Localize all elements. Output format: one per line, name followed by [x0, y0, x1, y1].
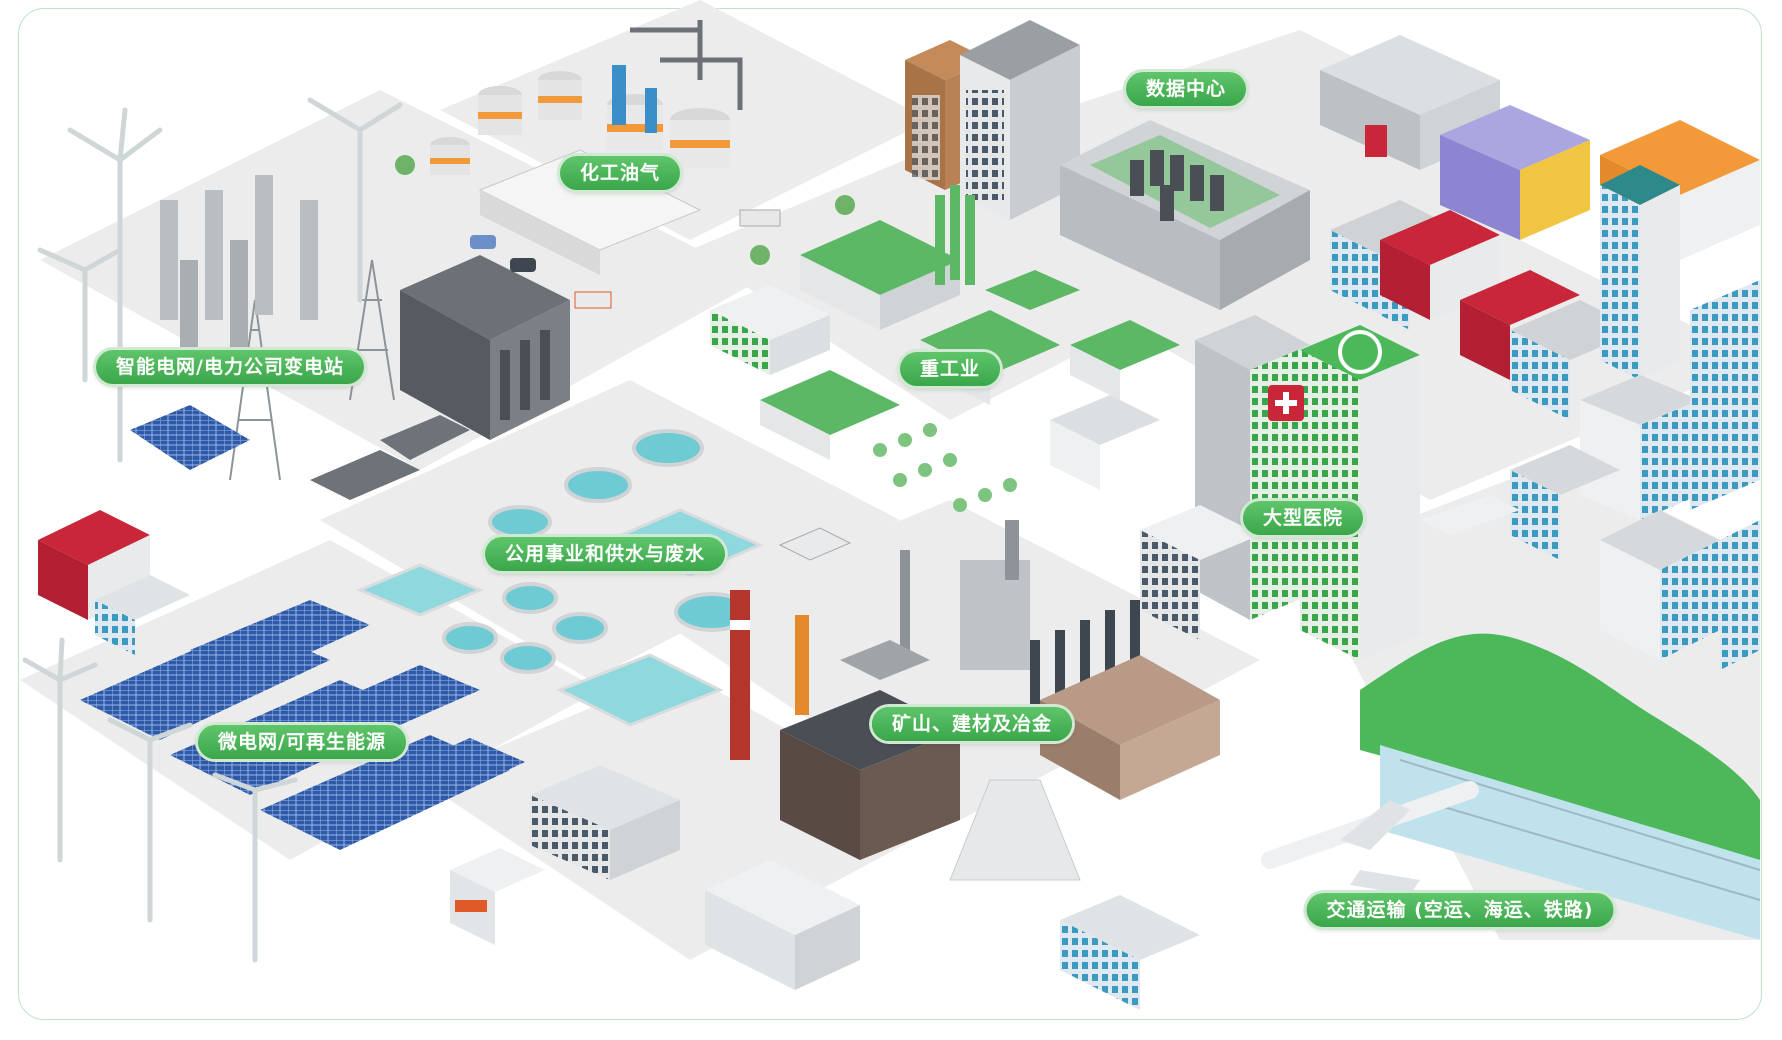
label-transportation: 交通运输 (空运、海运、铁路): [1306, 893, 1614, 927]
chimney-icon: [795, 615, 809, 715]
heavy-industry: [710, 185, 1180, 512]
airport-terminal: [1261, 633, 1761, 940]
chimney-icon: [730, 590, 750, 760]
label-heavy-industry: 重工业: [899, 352, 1001, 386]
factory-icon: [400, 255, 570, 440]
tree-icon: [750, 245, 770, 265]
substation: [37, 97, 570, 500]
label-chemical-oil-gas: 化工油气: [559, 156, 681, 190]
hospital-icon: [1268, 385, 1304, 421]
label-mining-metallurgy: 矿山、建材及冶金: [871, 707, 1073, 741]
label-utilities-water: 公用事业和供水与废水: [484, 537, 726, 571]
lower-buildings: [38, 510, 1200, 1010]
server-racks: [1130, 150, 1224, 221]
switchgear: [310, 415, 470, 500]
car-icon: [470, 235, 496, 249]
label-microgrid-renewable: 微电网/可再生能源: [198, 725, 406, 759]
mining-plant: [730, 520, 1220, 881]
tree-icon: [835, 195, 855, 215]
tree-row: [873, 423, 1017, 512]
chemical-plant: [395, 20, 855, 309]
label-data-center: 数据中心: [1125, 72, 1247, 106]
storage-tank-icon: [160, 175, 318, 370]
tree-icon: [395, 155, 415, 175]
helipad-icon: [1338, 330, 1382, 374]
label-smart-grid: 智能电网/电力公司变电站: [96, 350, 364, 384]
datacenter-area: [905, 20, 1310, 310]
hospital: [1140, 315, 1520, 660]
solar-panel-icon: [130, 405, 250, 470]
label-hospital: 大型医院: [1242, 501, 1364, 535]
chimney-row: [1030, 600, 1140, 710]
car-icon: [510, 258, 536, 272]
city-blocks: [1330, 165, 1760, 670]
airplane-icon: [1261, 781, 1479, 895]
wind-turbine-icon: [22, 637, 298, 963]
wind-turbine-icon: [37, 97, 403, 463]
